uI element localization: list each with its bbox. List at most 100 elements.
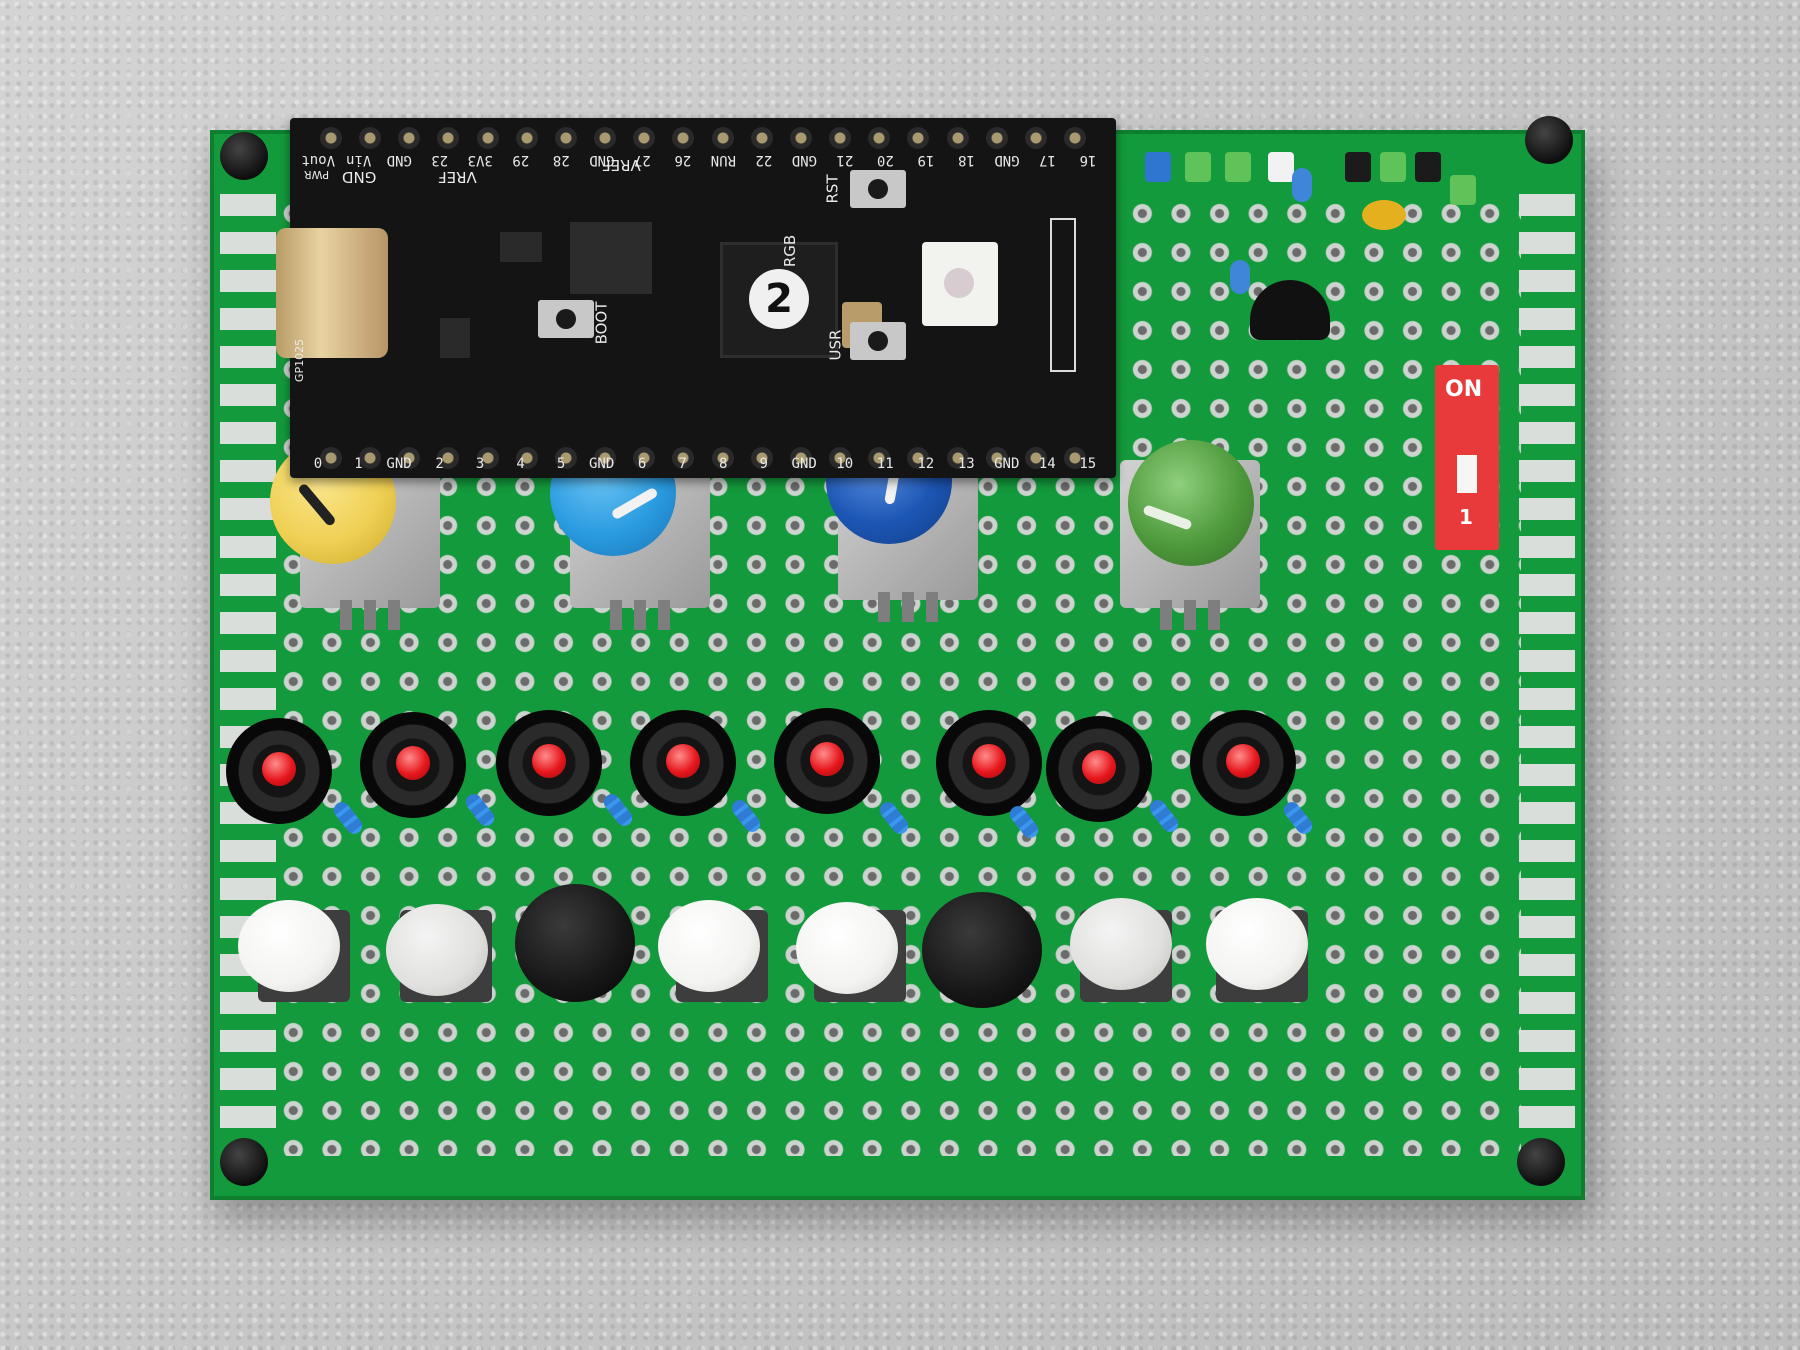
resistor xyxy=(876,798,912,838)
header-pin-green xyxy=(1225,152,1251,182)
small-chip xyxy=(440,318,470,358)
standoff-bottom-right xyxy=(1517,1138,1565,1186)
led-holder-3 xyxy=(496,710,602,816)
standoff-top-right xyxy=(1525,116,1573,164)
header-pin xyxy=(398,127,421,149)
header-pin xyxy=(789,447,812,469)
knob-indicator xyxy=(1142,504,1193,531)
push-button-5[interactable] xyxy=(796,902,898,994)
header-pin xyxy=(1024,447,1047,469)
led-red xyxy=(810,742,844,776)
led-holder-4 xyxy=(630,710,736,816)
led-holder-2 xyxy=(360,712,466,818)
header-pin xyxy=(554,447,577,469)
push-button-6[interactable] xyxy=(922,892,1042,1008)
header-pin xyxy=(320,127,342,149)
header-pin xyxy=(594,447,617,469)
vref-label-2: VREF xyxy=(602,156,641,174)
header-pin-white xyxy=(1268,152,1294,182)
header-pin xyxy=(750,447,773,469)
rgb-label: RGB xyxy=(781,234,800,268)
header-pin xyxy=(985,127,1008,149)
push-button-3[interactable] xyxy=(515,884,635,1002)
led-holder-6 xyxy=(936,710,1042,816)
knob-indicator xyxy=(297,482,337,528)
pot-legs xyxy=(340,600,400,630)
dip-on-label: ON xyxy=(1445,377,1483,402)
header-pin xyxy=(711,127,734,149)
resistor xyxy=(1146,796,1182,836)
header-pin xyxy=(711,447,734,469)
push-button-4[interactable] xyxy=(658,900,760,992)
led-red xyxy=(396,746,430,780)
header-pin xyxy=(672,447,695,469)
header-pin xyxy=(476,447,499,469)
usr-label: USR xyxy=(826,329,845,361)
header-pin xyxy=(515,127,538,149)
rst-label: RST xyxy=(823,174,842,204)
standoff-top-left xyxy=(220,132,268,180)
boot-button[interactable] xyxy=(538,300,594,338)
usb-c-connector[interactable] xyxy=(276,228,388,358)
resistor-small xyxy=(1292,168,1312,202)
header-pin xyxy=(554,127,577,149)
header-pin xyxy=(633,127,656,149)
led-red xyxy=(1082,750,1116,784)
header-pin xyxy=(907,447,930,469)
header-pin xyxy=(1024,127,1047,149)
dip-switch[interactable]: ON 1 xyxy=(1435,365,1499,550)
header-pin-black xyxy=(1345,152,1371,182)
led-red xyxy=(1226,744,1260,778)
header-pin xyxy=(946,127,969,149)
resistor xyxy=(1280,798,1316,838)
header-pin-green xyxy=(1450,175,1476,205)
edge-pads-right xyxy=(1519,194,1575,1136)
header-pin-green xyxy=(1380,152,1406,182)
resistor xyxy=(330,798,366,838)
led-red xyxy=(532,744,566,778)
gnd-label: GND xyxy=(342,168,377,186)
dip-switch-slider[interactable] xyxy=(1457,455,1477,493)
header-pins-bottom xyxy=(320,438,1086,478)
header-pin xyxy=(476,127,499,149)
header-pin xyxy=(359,447,382,469)
led-holder-7 xyxy=(1046,716,1152,822)
resistor xyxy=(728,796,764,836)
boot-label: BOOT xyxy=(592,301,611,345)
pwr-label: PWR xyxy=(304,168,330,181)
header-pin xyxy=(437,447,460,469)
header-pin xyxy=(1063,447,1086,469)
mcu-logo: 2 xyxy=(749,269,809,329)
dip-position-label: 1 xyxy=(1459,505,1473,529)
header-pin xyxy=(398,447,421,469)
header-pin xyxy=(868,127,891,149)
led-red xyxy=(666,744,700,778)
header-pin xyxy=(829,127,852,149)
push-button-7[interactable] xyxy=(1070,898,1172,990)
rst-button[interactable] xyxy=(850,170,906,208)
led-holder-1 xyxy=(226,718,332,824)
header-pin xyxy=(985,447,1008,469)
header-pin xyxy=(359,127,382,149)
push-button-1[interactable] xyxy=(238,900,340,992)
push-button-8[interactable] xyxy=(1206,898,1308,990)
header-pin xyxy=(789,127,812,149)
knob-green[interactable] xyxy=(1128,440,1254,566)
knob-indicator xyxy=(610,486,659,521)
resistor xyxy=(600,790,636,830)
header-pin-black xyxy=(1415,152,1441,182)
header-pin xyxy=(1063,127,1086,149)
flash-chip xyxy=(570,222,652,294)
transistor xyxy=(1250,280,1330,340)
push-button-2[interactable] xyxy=(386,904,488,996)
led-red xyxy=(262,752,296,786)
header-pin xyxy=(829,447,852,469)
header-pin xyxy=(672,127,695,149)
vref-label: VREF xyxy=(438,168,477,186)
header-pin xyxy=(437,127,460,149)
gpio25-label: GP1025 xyxy=(293,338,307,383)
usr-button[interactable] xyxy=(850,322,906,360)
header-pin xyxy=(594,127,617,149)
